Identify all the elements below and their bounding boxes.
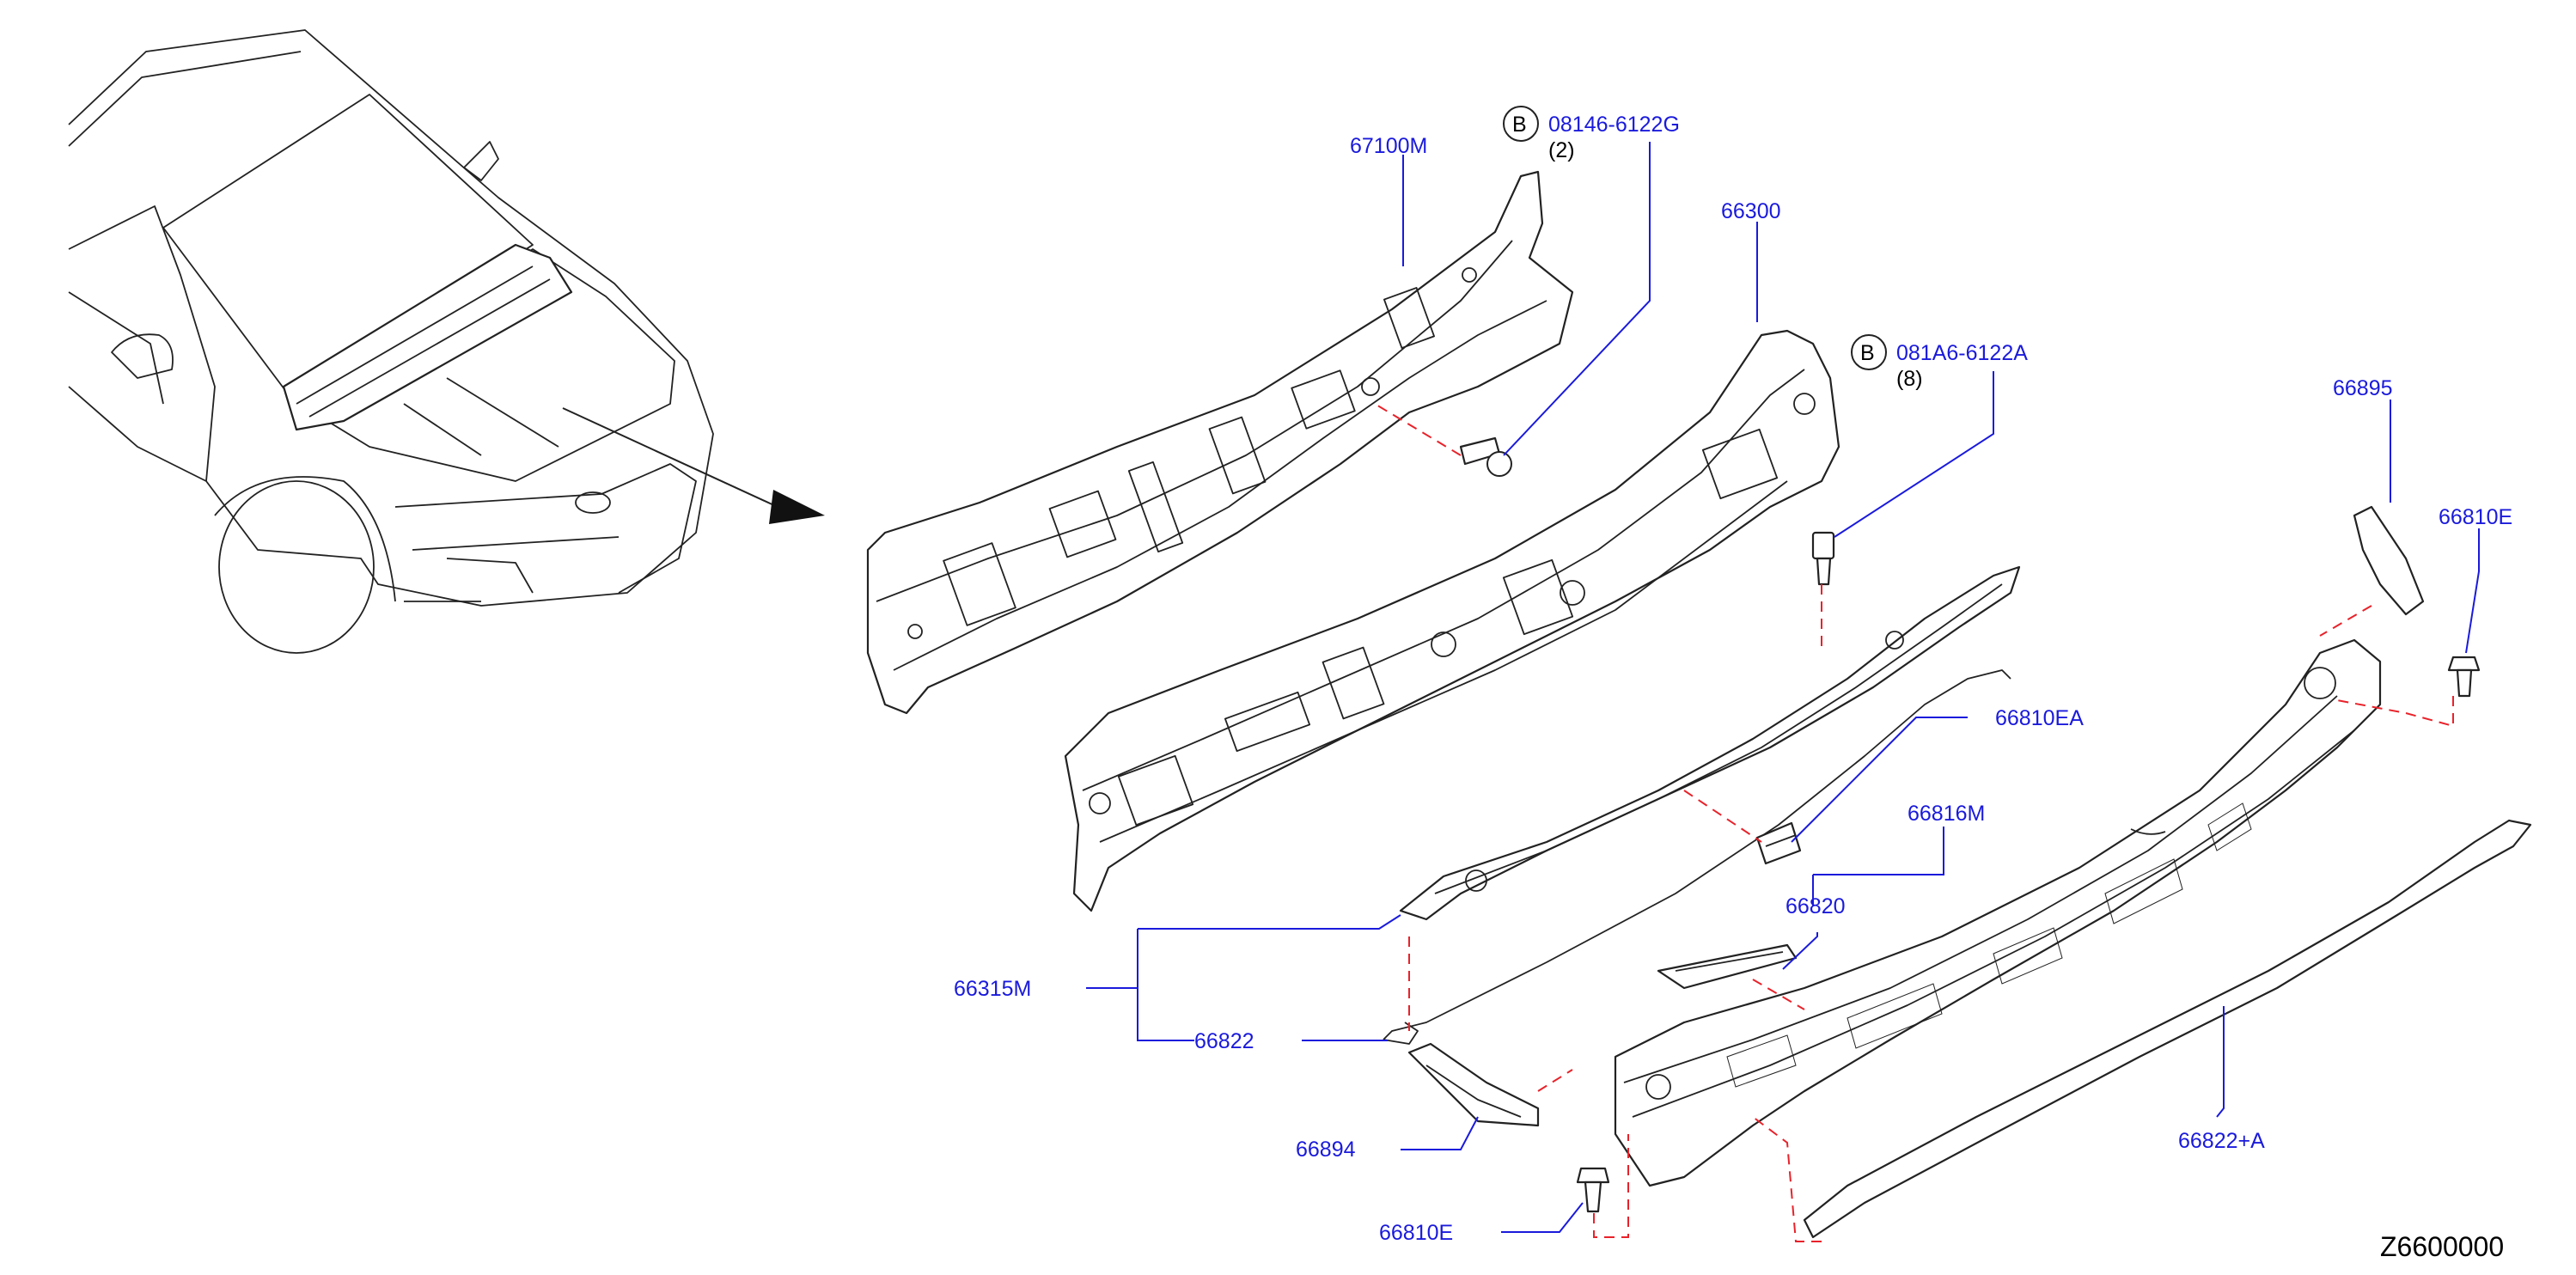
- label-66894[interactable]: 66894: [1296, 1138, 1356, 1162]
- seal-66822A[interactable]: [1803, 819, 2532, 1239]
- bolt-prefix-1: B: [1512, 113, 1527, 137]
- label-66810EA[interactable]: 66810EA: [1995, 706, 2084, 730]
- bolt-prefix-circle-2: [1851, 334, 1887, 370]
- panel-66300[interactable]: [1064, 329, 1840, 912]
- qty-08146-6122G: (2): [1548, 138, 1575, 162]
- seal-66315M[interactable]: [1399, 565, 2021, 921]
- clip-66810E-right[interactable]: [2447, 656, 2481, 698]
- bolt-prefix-2: B: [1860, 341, 1875, 365]
- label-66315M[interactable]: 66315M: [954, 977, 1031, 1001]
- label-66816M[interactable]: 66816M: [1908, 802, 1985, 826]
- part-labels: 67100M B 08146-6122G (2) 66300 B 081A6-6…: [954, 106, 2512, 1262]
- label-66810E-bottom[interactable]: 66810E: [1379, 1221, 1453, 1245]
- assembly-lines: [1374, 403, 2454, 1242]
- grille-66816M[interactable]: [1614, 638, 2382, 1187]
- label-66810E-right[interactable]: 66810E: [2439, 505, 2512, 529]
- qty-081A6-6122A: (8): [1896, 367, 1923, 391]
- label-67100M[interactable]: 67100M: [1350, 134, 1427, 158]
- callout-arrow: [562, 407, 825, 524]
- diagram-code: Z6600000: [2380, 1231, 2504, 1262]
- label-66300[interactable]: 66300: [1721, 199, 1781, 223]
- label-08146-6122G[interactable]: 08146-6122G: [1548, 113, 1680, 137]
- label-66820[interactable]: 66820: [1785, 894, 1846, 918]
- leader-lines: [1086, 142, 2480, 1233]
- label-66822[interactable]: 66822: [1194, 1029, 1254, 1053]
- panel-67100M[interactable]: [866, 170, 1574, 715]
- label-081A6-6122A[interactable]: 081A6-6122A: [1896, 341, 2028, 365]
- bolt-prefix-circle-1: [1503, 106, 1539, 142]
- label-66822A[interactable]: 66822+A: [2178, 1129, 2265, 1153]
- label-66895[interactable]: 66895: [2333, 376, 2393, 400]
- clip-66810EA[interactable]: [1755, 821, 1802, 865]
- clip-66810E-bottom[interactable]: [1576, 1167, 1610, 1213]
- strip-66820[interactable]: [1657, 943, 1798, 990]
- piece-66894[interactable]: [1407, 1042, 1540, 1127]
- piece-66895[interactable]: [2353, 505, 2425, 616]
- wire-66822[interactable]: [1383, 669, 2011, 1045]
- bolt-08146-6122G[interactable]: [1459, 436, 1512, 477]
- vehicle-overview: [68, 29, 714, 654]
- bolt-081A6-6122A[interactable]: [1811, 531, 1835, 586]
